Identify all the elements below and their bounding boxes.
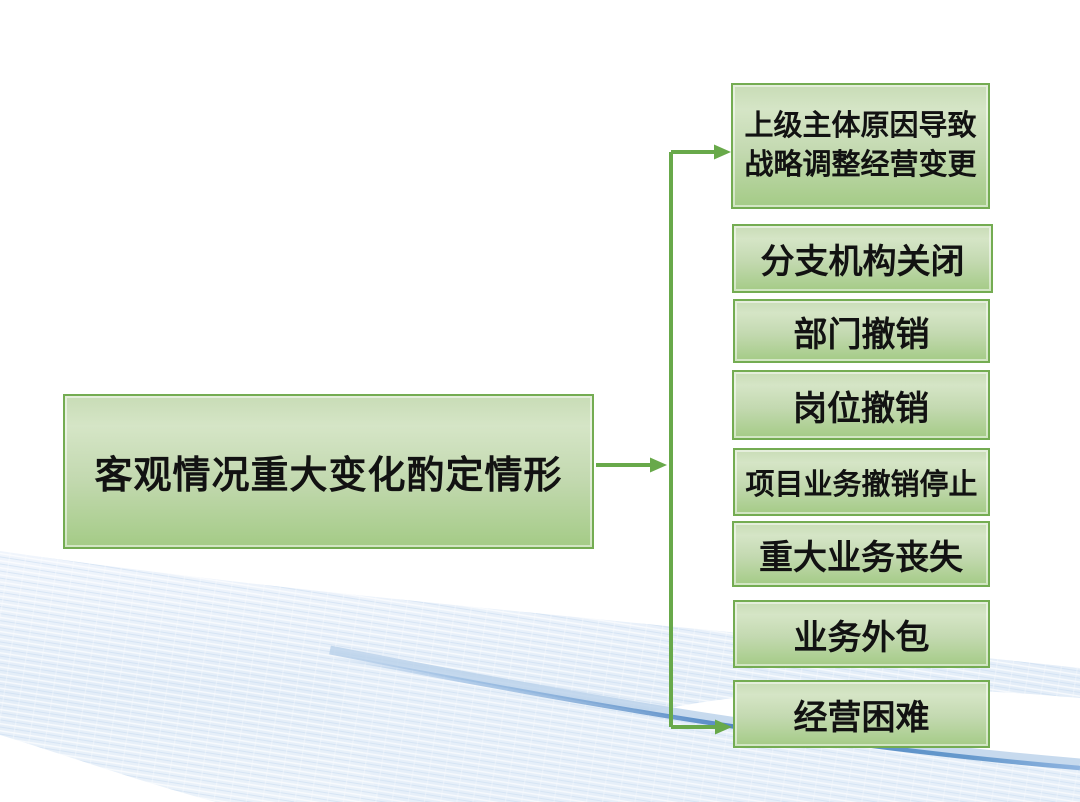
branch-box-strategy-change: 上级主体原因导致 战略调整经营变更 xyxy=(731,83,990,209)
branch-box-label: 重大业务丧失 xyxy=(759,539,963,577)
wave-ribbon-upper xyxy=(0,551,1080,802)
branch-box-project-terminated: 项目业务撤销停止 xyxy=(733,448,990,516)
branch-box-major-business-loss: 重大业务丧失 xyxy=(732,521,990,587)
branch-box-operating-difficulty: 经营困难 xyxy=(733,680,990,748)
branch-box-label: 业务外包 xyxy=(793,619,930,657)
root-box: 客观情况重大变化酌定情形 xyxy=(63,394,594,549)
wave-edge-highlight xyxy=(329,645,1080,768)
arrow-to-first-branch-arrowhead xyxy=(714,144,731,160)
root-box-label: 客观情况重大变化酌定情形 xyxy=(94,455,563,497)
arrow-from-root-arrowhead xyxy=(650,457,667,473)
branch-box-business-outsourcing: 业务外包 xyxy=(733,600,990,668)
branch-box-label: 上级主体原因导致 xyxy=(744,110,977,142)
branch-box-label: 战略调整经营变更 xyxy=(744,149,977,181)
branch-box-branch-closure: 分支机构关闭 xyxy=(732,224,993,293)
arrow-to-last-branch-arrowhead xyxy=(715,719,732,735)
branch-box-label: 经营困难 xyxy=(793,699,930,737)
branch-box-post-abolished: 岗位撤销 xyxy=(732,370,990,440)
branch-box-label: 部门撤销 xyxy=(793,316,930,354)
branch-box-label: 项目业务撤销停止 xyxy=(745,469,978,501)
branch-box-label: 分支机构关闭 xyxy=(760,244,965,281)
branch-box-label: 岗位撤销 xyxy=(793,390,929,428)
branch-box-department-abolished: 部门撤销 xyxy=(733,299,990,363)
